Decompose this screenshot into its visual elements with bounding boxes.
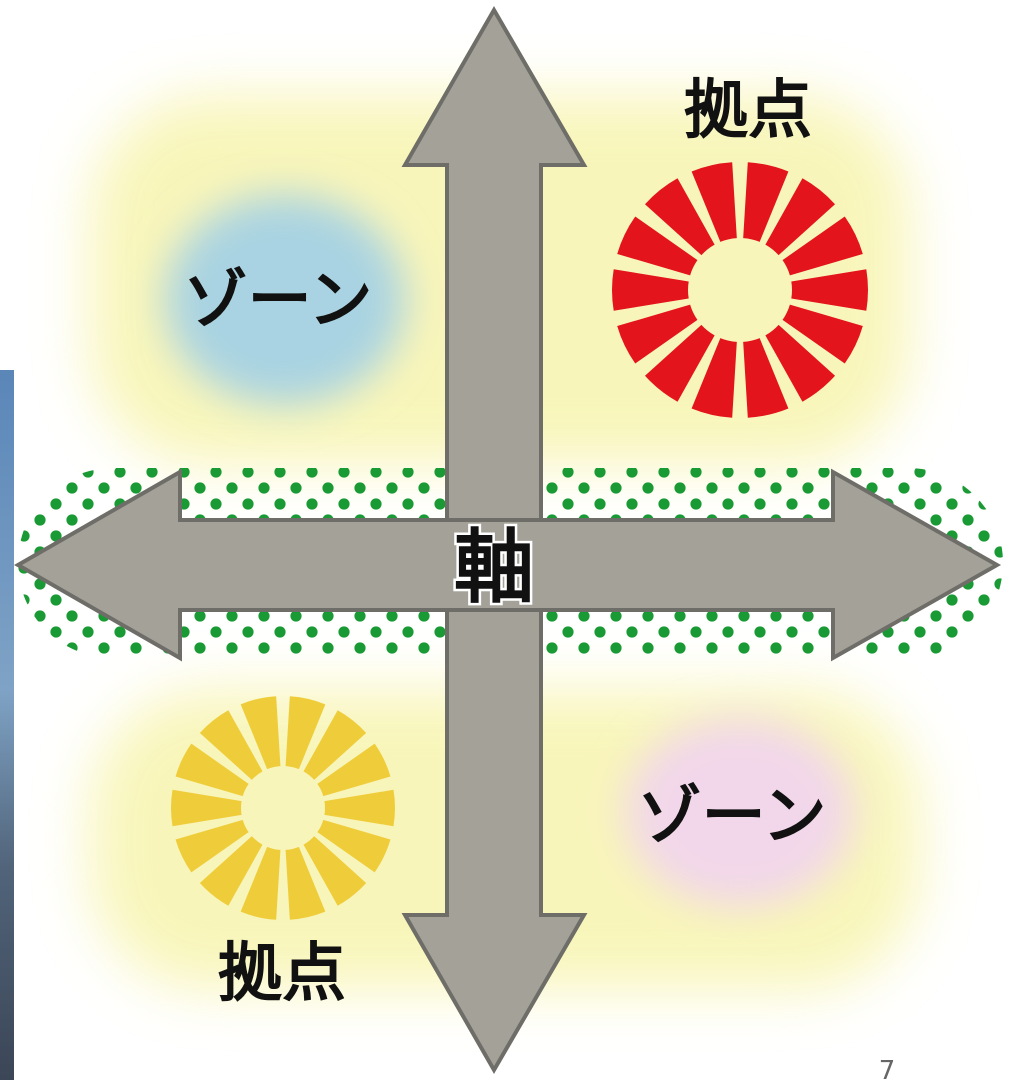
hub-ring-segment: [691, 338, 737, 418]
hub-ring-segment: [285, 696, 326, 770]
hub-ring-segment: [644, 178, 715, 256]
hub-ring-segment: [782, 304, 863, 364]
hub-ring-segment: [324, 789, 395, 827]
hub-ring-segment: [240, 846, 281, 920]
hub-ring-segment: [317, 819, 391, 873]
hub-ring-segment: [285, 846, 326, 920]
hub-ring-segment: [617, 216, 698, 276]
hub-ring-segment: [317, 743, 391, 797]
page-number: 7: [879, 1056, 896, 1080]
hub-ring-segment: [612, 269, 689, 311]
zone-label-bottom-right: ゾーン: [638, 780, 827, 854]
hub-ring-segment: [743, 338, 789, 418]
hub-ring-segment: [303, 836, 367, 906]
hub-ring-segment: [691, 162, 737, 242]
hub-ring-segment: [791, 269, 868, 311]
axis-label-center: 軸: [454, 521, 534, 614]
hub-ring-segment: [175, 743, 249, 797]
hub-ring-segment: [240, 696, 281, 770]
zone-pink-blob: [625, 717, 855, 907]
hub-ring-segment: [644, 324, 715, 402]
hub-ring-segment: [782, 216, 863, 276]
hub-red-ring-icon: [612, 162, 868, 418]
hub-ring-segment: [303, 710, 367, 780]
background-photo-strip: [0, 370, 14, 1080]
hub-yellow-ring-icon: [171, 696, 395, 920]
hub-label-bottom-left: 拠点: [218, 937, 346, 1011]
hub-ring-segment: [199, 836, 263, 906]
zone-blue-blob: [165, 195, 405, 405]
hub-ring-segment: [617, 304, 698, 364]
hub-ring-segment: [175, 819, 249, 873]
hub-label-top-right: 拠点: [684, 74, 812, 148]
hub-ring-segment: [765, 178, 836, 256]
hub-ring-segment: [743, 162, 789, 242]
four-way-arrow-icon: [13, 6, 1002, 1074]
hub-ring-segment: [199, 710, 263, 780]
zone-label-top-left: ゾーン: [184, 264, 373, 338]
hub-ring-segment: [171, 789, 242, 827]
hub-ring-segment: [765, 324, 836, 402]
